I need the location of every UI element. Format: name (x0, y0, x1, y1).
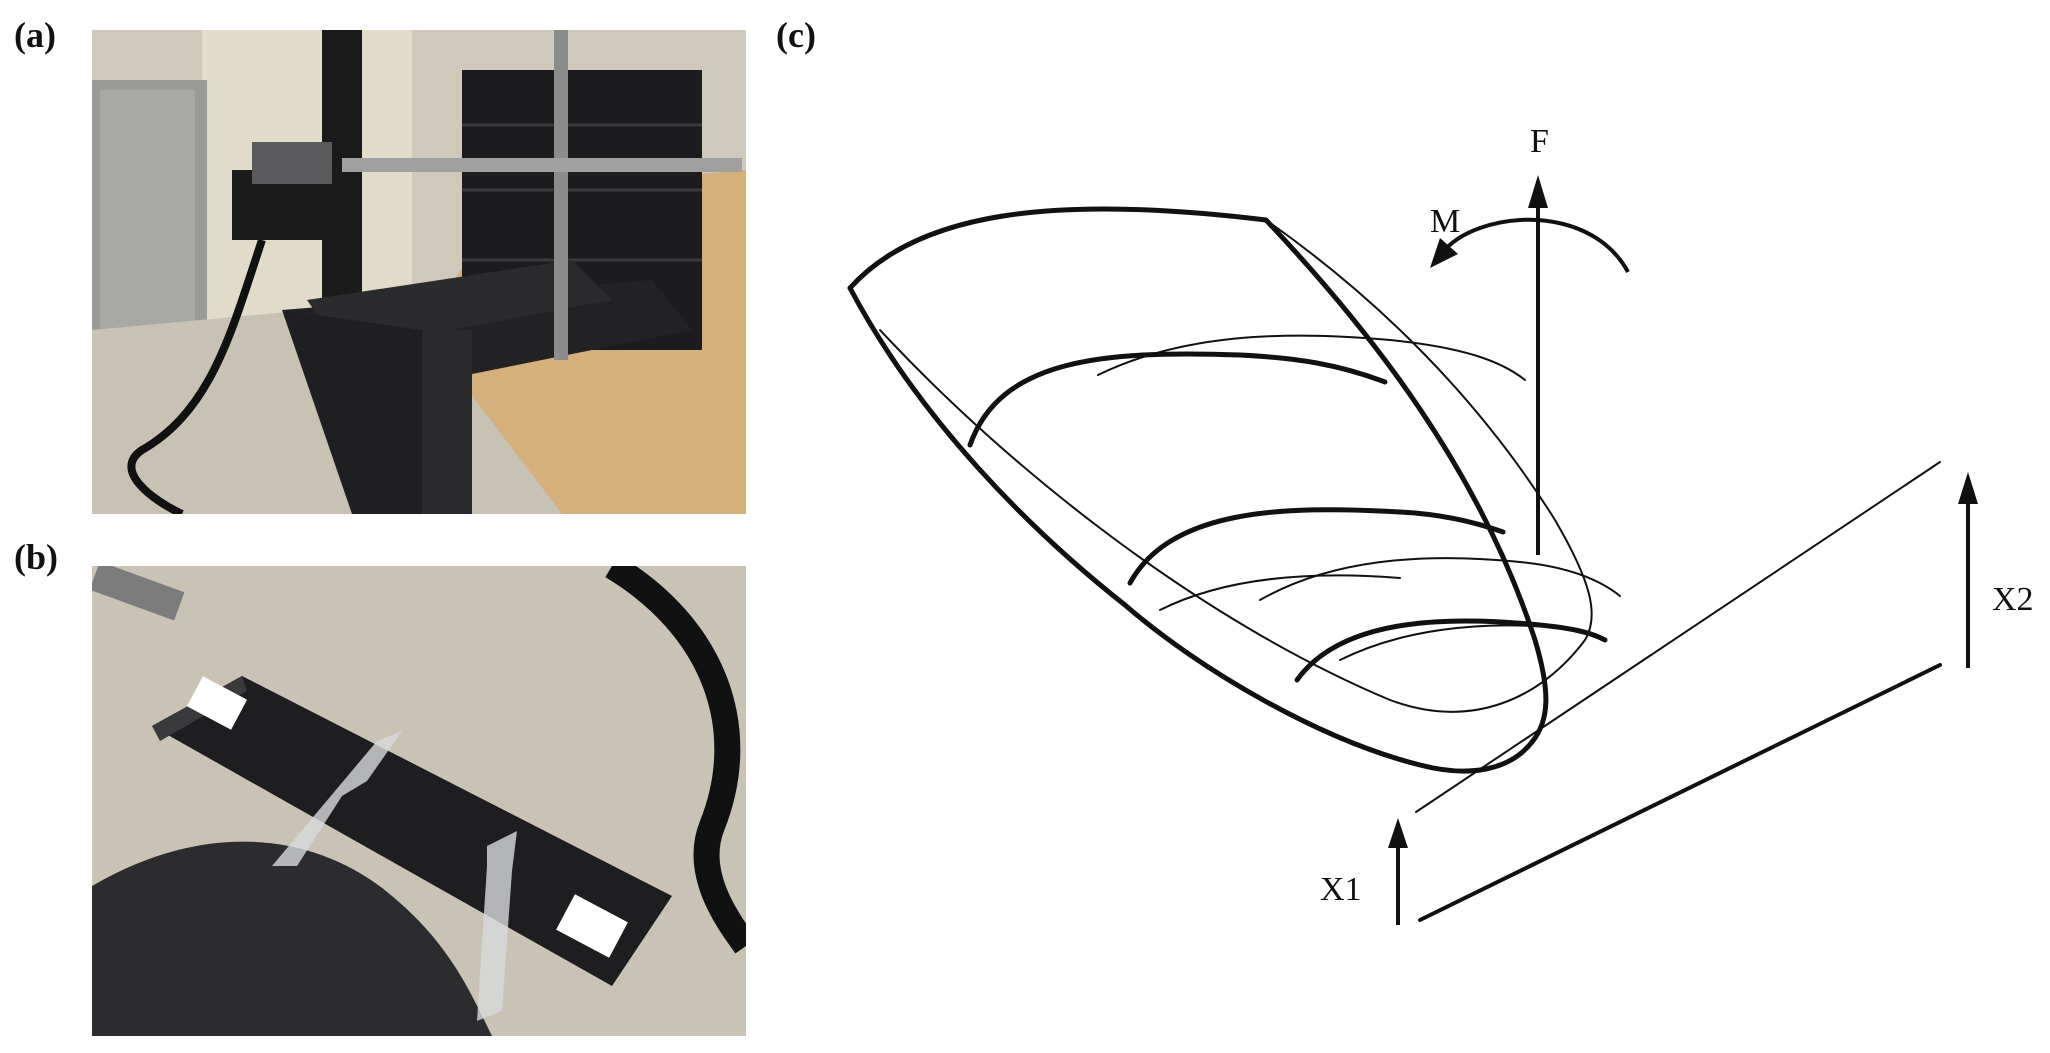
force-arrow (1528, 175, 1548, 555)
force-label: F (1530, 123, 1549, 160)
section-thin-1 (1097, 334, 1526, 381)
moment-arrow (1430, 217, 1630, 273)
x2-label: X2 (1992, 581, 2034, 618)
shell-inner-edge (879, 329, 1586, 713)
shell-ridge-edge (1263, 217, 1549, 745)
shell-outline-left (847, 285, 1535, 774)
shell-outline-top (847, 206, 1269, 291)
moment-label: M (1430, 203, 1460, 240)
base-axis-line (1418, 663, 1942, 922)
diagram-panel: F M X1 X2 (847, 123, 2034, 925)
section-curve-2 (1127, 507, 1506, 586)
x1-label: X1 (1320, 871, 1362, 908)
x1-arrow (1388, 818, 1408, 925)
panel-c-label: (c) (776, 15, 816, 55)
section-thin-4 (1339, 624, 1561, 661)
panel-a-label: (a) (14, 15, 56, 55)
section-thin-2 (1159, 574, 1401, 611)
reference-line (1415, 461, 1941, 813)
photo-beam-sensor (92, 566, 746, 1036)
section-curve-1 (967, 351, 1388, 448)
shell-inner-ridge (1265, 219, 1593, 641)
panel-b-label: (b) (14, 537, 58, 577)
x2-arrow (1958, 472, 1978, 668)
section-thin-3 (1259, 557, 1621, 601)
section-curve-3 (1294, 618, 1608, 683)
photo-test-rig (92, 30, 746, 514)
